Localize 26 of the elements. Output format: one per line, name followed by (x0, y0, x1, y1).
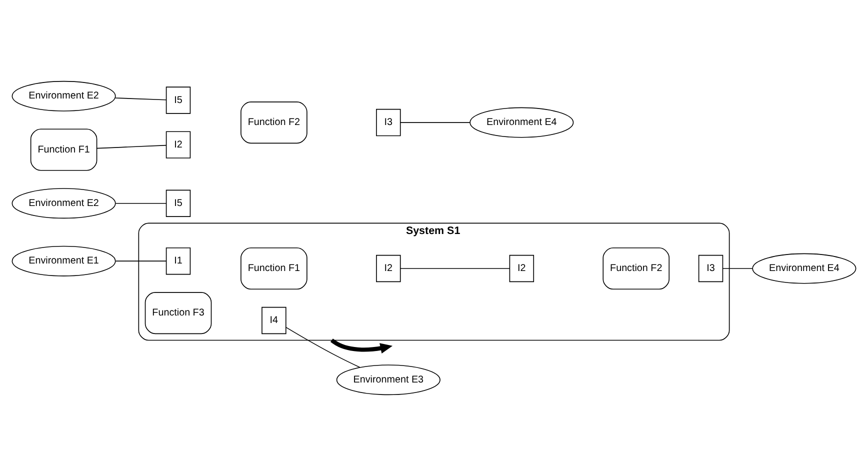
node-box: I2 (166, 130, 191, 158)
node-ellipse: Environment E4 (752, 252, 856, 284)
node-ellipse: Environment E3 (336, 364, 440, 395)
connector (96, 144, 167, 148)
node-box: Function F1 (240, 246, 308, 290)
node-box: Function F2 (240, 101, 308, 144)
node-ellipse: Environment E1 (12, 245, 116, 276)
node-box: Function F1 (30, 128, 98, 170)
node-box: Function F3 (144, 292, 212, 334)
node-ellipse: Environment E2 (12, 188, 116, 218)
node-box: I5 (166, 189, 191, 216)
node-box: I1 (166, 246, 191, 274)
node-box: I2 (509, 254, 534, 282)
node-box: I3 (698, 254, 724, 282)
node-box: I3 (376, 108, 401, 136)
connector (115, 97, 167, 100)
connector (115, 202, 167, 204)
connector (286, 326, 360, 368)
connector (115, 260, 167, 261)
node-box: Function F2 (602, 246, 670, 290)
node-box: I2 (376, 254, 401, 282)
node-ellipse: Environment E2 (12, 80, 116, 111)
node-box: I4 (262, 306, 286, 334)
arrow (330, 338, 393, 354)
node-box: I5 (166, 86, 191, 114)
node-ellipse: Environment E4 (470, 106, 574, 138)
